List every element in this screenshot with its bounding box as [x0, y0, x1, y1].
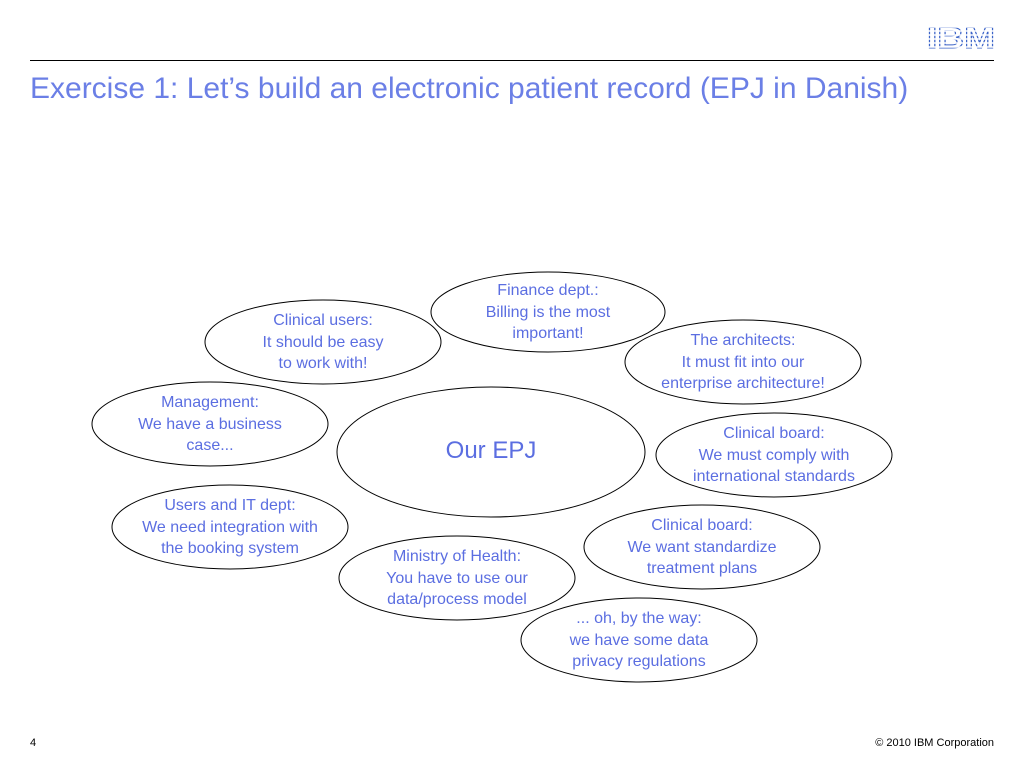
- bubble-ministry-heading: Ministry of Health:: [392, 547, 522, 565]
- bubble-privacy-heading: ... oh, by the way:: [576, 609, 702, 627]
- bubble-users-it-line: We need integration with: [142, 518, 318, 536]
- bubble-finance-text: Finance dept.: Billing is the most impor…: [486, 280, 611, 345]
- bubble-clinical-users-text: Clinical users: It should be easy to wor…: [263, 310, 384, 375]
- bubble-clinical-board-standards-line: international standards: [693, 467, 855, 485]
- bubble-privacy-text: ... oh, by the way: we have some data pr…: [570, 608, 709, 673]
- bubble-finance: [430, 271, 666, 353]
- bubble-clinical-board-plans-text: Clinical board: We want standardize trea…: [627, 515, 776, 580]
- bubble-clinical-board-standards-text: Clinical board: We must comply with inte…: [693, 423, 855, 488]
- bubble-architects-heading: The architects:: [690, 331, 796, 349]
- bubble-ministry: [338, 535, 576, 621]
- bubble-privacy-line: privacy regulations: [572, 652, 706, 670]
- bubble-architects-line: It must fit into our: [681, 353, 805, 371]
- bubble-clinical-users-line: to work with!: [278, 354, 368, 372]
- bubble-users-it-heading: Users and IT dept:: [164, 496, 296, 514]
- bubble-clinical-board-standards: [655, 412, 893, 498]
- bubble-management-line: We have a business: [138, 415, 282, 433]
- bubble-clinical-board-standards-heading: Clinical board:: [723, 424, 825, 442]
- bubble-management-line: case...: [186, 436, 234, 454]
- ibm-logo: IBM: [926, 22, 996, 53]
- bubble-clinical-board-plans-line: We want standardize: [627, 538, 777, 556]
- bubble-ministry-text: Ministry of Health: You have to use our …: [386, 546, 528, 611]
- bubble-ministry-line: You have to use our: [386, 569, 528, 587]
- bubble-finance-heading: Finance dept.:: [497, 281, 599, 299]
- bubble-clinical-board-plans: [583, 504, 821, 590]
- bubble-clinical-board-plans-heading: Clinical board:: [651, 516, 753, 534]
- bubble-users-it-text: Users and IT dept: We need integration w…: [142, 495, 318, 560]
- bubble-clinical-board-standards-line: We must comply with: [698, 446, 850, 464]
- bubble-users-it: [111, 484, 349, 570]
- bubble-users-it-line: the booking system: [161, 539, 299, 557]
- bubble-ministry-line: data/process model: [387, 590, 527, 608]
- bubble-clinical-users-heading: Clinical users:: [273, 311, 373, 329]
- header-divider: [30, 60, 994, 61]
- bubble-management-text: Management: We have a business case...: [138, 392, 282, 457]
- bubble-clinical-board-plans-line: treatment plans: [646, 559, 758, 577]
- bubble-privacy-line: we have some data: [569, 631, 709, 649]
- bubble-finance-line: Billing is the most: [485, 303, 611, 321]
- page-number: 4: [30, 737, 37, 749]
- bubble-architects: [624, 319, 862, 405]
- slide-title: Exercise 1: Let’s build an electronic pa…: [30, 72, 909, 105]
- bubble-management: [91, 381, 329, 467]
- center-label: Our EPJ: [445, 437, 537, 464]
- bubble-privacy: [520, 597, 758, 683]
- bubble-clinical-users-line: It should be easy: [262, 333, 384, 351]
- bubble-management-heading: Management:: [161, 393, 259, 411]
- bubble-clinical-users: [204, 299, 442, 385]
- copyright-notice: © 2010 IBM Corporation: [875, 737, 994, 749]
- bubble-architects-line: enterprise architecture!: [661, 374, 825, 392]
- bubble-finance-line: important!: [512, 324, 584, 342]
- bubble-architects-text: The architects: It must fit into our ent…: [661, 330, 825, 395]
- bubble-center: [336, 386, 646, 518]
